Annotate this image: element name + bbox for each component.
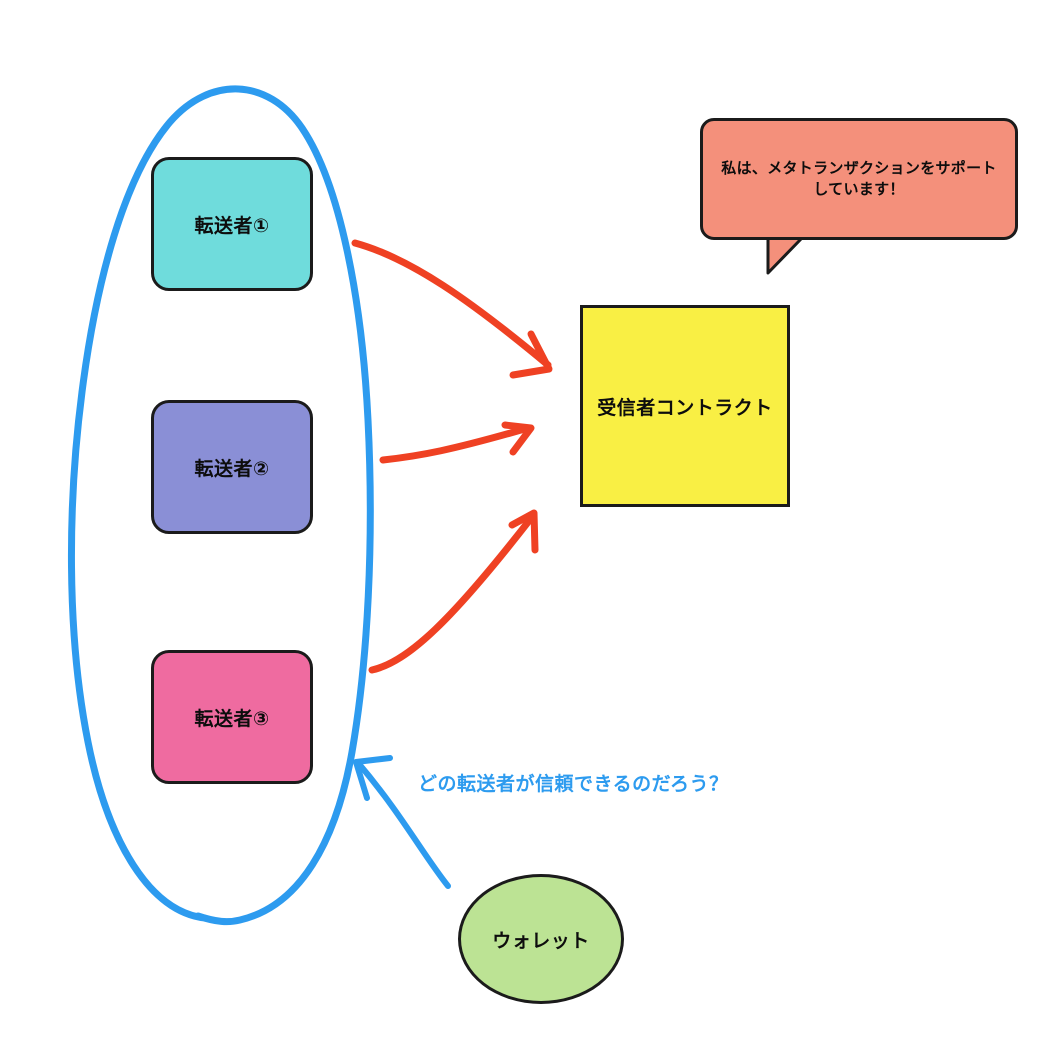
arrow-forwarder-2-to-receiver	[379, 421, 535, 464]
speech-bubble-text: 私は、メタトランザクションをサポートしています！	[721, 160, 997, 198]
forwarder-3-label: 転送者③	[194, 708, 270, 730]
receiver-contract-label: 受信者コントラクト	[597, 397, 773, 419]
speech-bubble-tail	[766, 236, 803, 275]
forwarder-1-label: 転送者①	[194, 215, 270, 237]
arrow-forwarder-1-to-receiver	[351, 239, 553, 379]
receiver-contract-node[interactable]: 受信者コントラクト	[580, 305, 790, 507]
wallet-node[interactable]: ウォレット	[458, 874, 624, 1004]
speech-bubble: 私は、メタトランザクションをサポートしています！	[700, 118, 1018, 240]
wallet-label: ウォレット	[492, 930, 590, 952]
forwarder-3-node[interactable]: 転送者③	[151, 650, 313, 784]
wallet-question-text: どの転送者が信頼できるのだろう？	[418, 774, 729, 795]
arrow-forwarder-3-to-receiver	[368, 509, 539, 674]
forwarder-1-node[interactable]: 転送者①	[151, 157, 313, 291]
forwarder-2-node[interactable]: 転送者②	[151, 400, 313, 534]
forwarder-2-label: 転送者②	[194, 458, 270, 480]
